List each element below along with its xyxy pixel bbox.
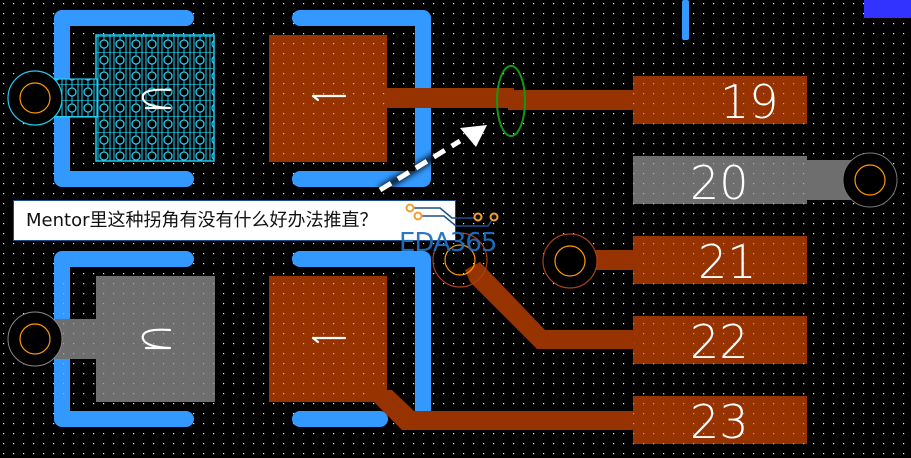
via-drill bbox=[19, 82, 51, 114]
pad-number: 20 bbox=[690, 156, 749, 210]
trace-pad1-to-pad19-left[interactable] bbox=[386, 88, 514, 108]
component-lower-left[interactable] bbox=[7, 251, 431, 427]
pad-label-1 bbox=[311, 94, 347, 102]
pad-2-hatched[interactable] bbox=[95, 34, 215, 162]
component-upper-left[interactable] bbox=[7, 10, 431, 187]
via-drill bbox=[19, 323, 51, 355]
question-text: Mentor里这种拐角有没有什么好办法推直？ bbox=[26, 210, 378, 231]
highlight-ellipse bbox=[496, 65, 526, 137]
trace-pad21-via[interactable] bbox=[595, 250, 635, 270]
pad-label-2 bbox=[141, 328, 172, 350]
pad-number: 22 bbox=[690, 315, 749, 369]
via-drill bbox=[854, 164, 886, 196]
pad-label-1 bbox=[311, 336, 347, 344]
silkscreen-outline bbox=[292, 251, 431, 423]
pad-grid-overlay bbox=[55, 276, 215, 402]
corner-marker bbox=[864, 0, 911, 18]
pointer-arrow bbox=[377, 125, 487, 194]
pad-grid-overlay bbox=[633, 76, 807, 444]
via-outer-ring[interactable] bbox=[542, 233, 598, 289]
trace-pad1-to-pad19-right[interactable] bbox=[508, 90, 634, 110]
trace-pad1-to-pad23[interactable] bbox=[372, 390, 634, 430]
silkscreen-stub bbox=[682, 0, 689, 40]
pad-number: 23 bbox=[690, 395, 749, 449]
question-callout: Mentor里这种拐角有没有什么好办法推直？ bbox=[13, 200, 456, 241]
eda365-watermark: EDA365 bbox=[399, 228, 497, 258]
connector bbox=[432, 76, 898, 444]
pad-number: 21 bbox=[698, 235, 757, 289]
trace-pad22-via[interactable] bbox=[465, 262, 634, 349]
via-drill bbox=[554, 245, 586, 277]
arrow-head-icon bbox=[460, 125, 487, 147]
via-outer-ring[interactable] bbox=[842, 152, 898, 208]
via-outer-ring[interactable] bbox=[432, 232, 488, 288]
pad-grid-overlay bbox=[269, 35, 387, 162]
eda365-logo-traces bbox=[405, 203, 499, 227]
pad-label-2 bbox=[141, 88, 172, 110]
via-outer-ring[interactable] bbox=[7, 70, 63, 126]
via-outer-ring[interactable] bbox=[7, 311, 63, 367]
via-drill bbox=[444, 244, 476, 276]
pad-number: 19 bbox=[720, 75, 779, 129]
